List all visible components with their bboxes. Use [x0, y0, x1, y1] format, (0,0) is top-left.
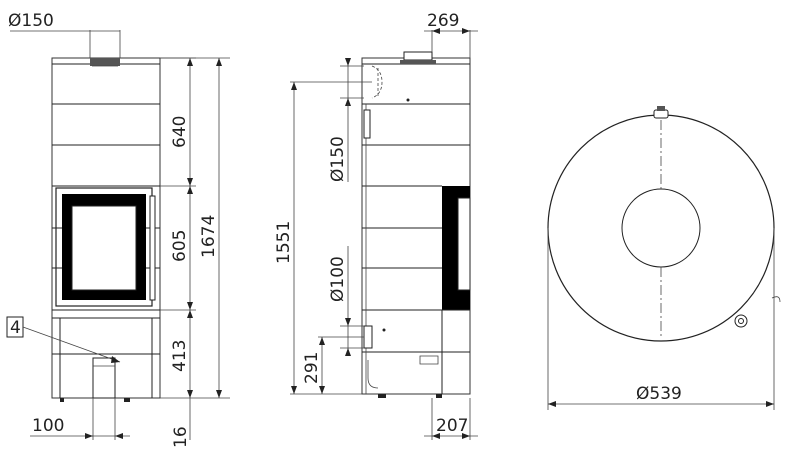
front-view	[51, 57, 161, 402]
top-diameter-label: Ø539	[636, 384, 682, 404]
side-view	[361, 51, 471, 398]
side-air-offset-label: 207	[436, 416, 468, 436]
top-dimensions: Ø539	[547, 228, 775, 410]
side-air-height-label: 291	[302, 352, 322, 384]
side-dimensions: 269 1551 Ø150 Ø100 291 20	[274, 11, 478, 440]
side-flue-height-label: 1551	[274, 221, 294, 264]
side-air-diameter-label: Ø100	[328, 256, 348, 302]
front-flue-diameter-label: Ø150	[8, 11, 54, 31]
front-base-height-label: 413	[170, 340, 190, 372]
front-dimensions: Ø150 640 605 413 1674 16 100 4	[6, 11, 230, 448]
side-flue-diameter-label: Ø150	[328, 136, 348, 182]
side-door-glass	[457, 197, 471, 291]
front-door-height-label: 605	[170, 230, 190, 262]
front-flue-collar	[90, 58, 120, 66]
side-depth-label: 269	[427, 11, 459, 31]
top-view	[547, 106, 781, 342]
callout-number: 4	[10, 318, 21, 338]
door-handle	[149, 195, 156, 301]
front-door-glass	[71, 205, 137, 291]
front-top-height-label: 640	[170, 116, 190, 148]
front-total-height-label: 1674	[199, 215, 219, 258]
front-air-inlet-width-label: 100	[32, 416, 64, 436]
front-bottom-gap-label: 16	[171, 426, 191, 448]
top-flue-circle	[621, 188, 701, 268]
front-air-inlet	[92, 357, 116, 399]
side-flue-collar	[403, 51, 433, 61]
